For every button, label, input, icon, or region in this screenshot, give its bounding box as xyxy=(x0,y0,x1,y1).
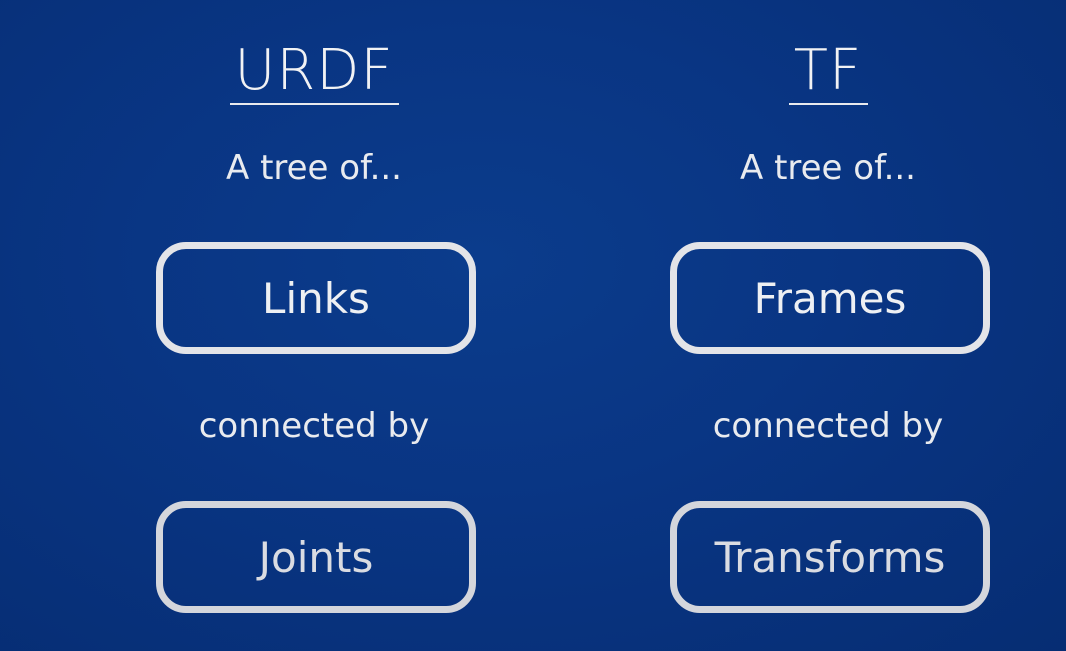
urdf-tree-caption: A tree of... xyxy=(226,148,402,188)
transforms-box: Transforms xyxy=(670,501,990,613)
transforms-label: Transforms xyxy=(714,532,946,582)
tf-title: TF xyxy=(793,38,863,103)
links-box: Links xyxy=(156,242,476,354)
joints-box: Joints xyxy=(156,501,476,613)
tf-tree-caption: A tree of... xyxy=(740,148,916,188)
tf-title-underline xyxy=(789,103,868,105)
urdf-title: URDF xyxy=(234,38,394,103)
urdf-title-underline xyxy=(230,103,399,105)
frames-label: Frames xyxy=(753,273,907,323)
urdf-connector-caption: connected by xyxy=(198,406,430,446)
links-label: Links xyxy=(262,273,370,323)
urdf-column: URDF A tree of... Links connected by Joi… xyxy=(144,0,484,651)
tf-connector-caption: connected by xyxy=(712,406,944,446)
tf-column: TF A tree of... Frames connected by Tran… xyxy=(658,0,998,651)
joints-label: Joints xyxy=(258,532,374,582)
frames-box: Frames xyxy=(670,242,990,354)
